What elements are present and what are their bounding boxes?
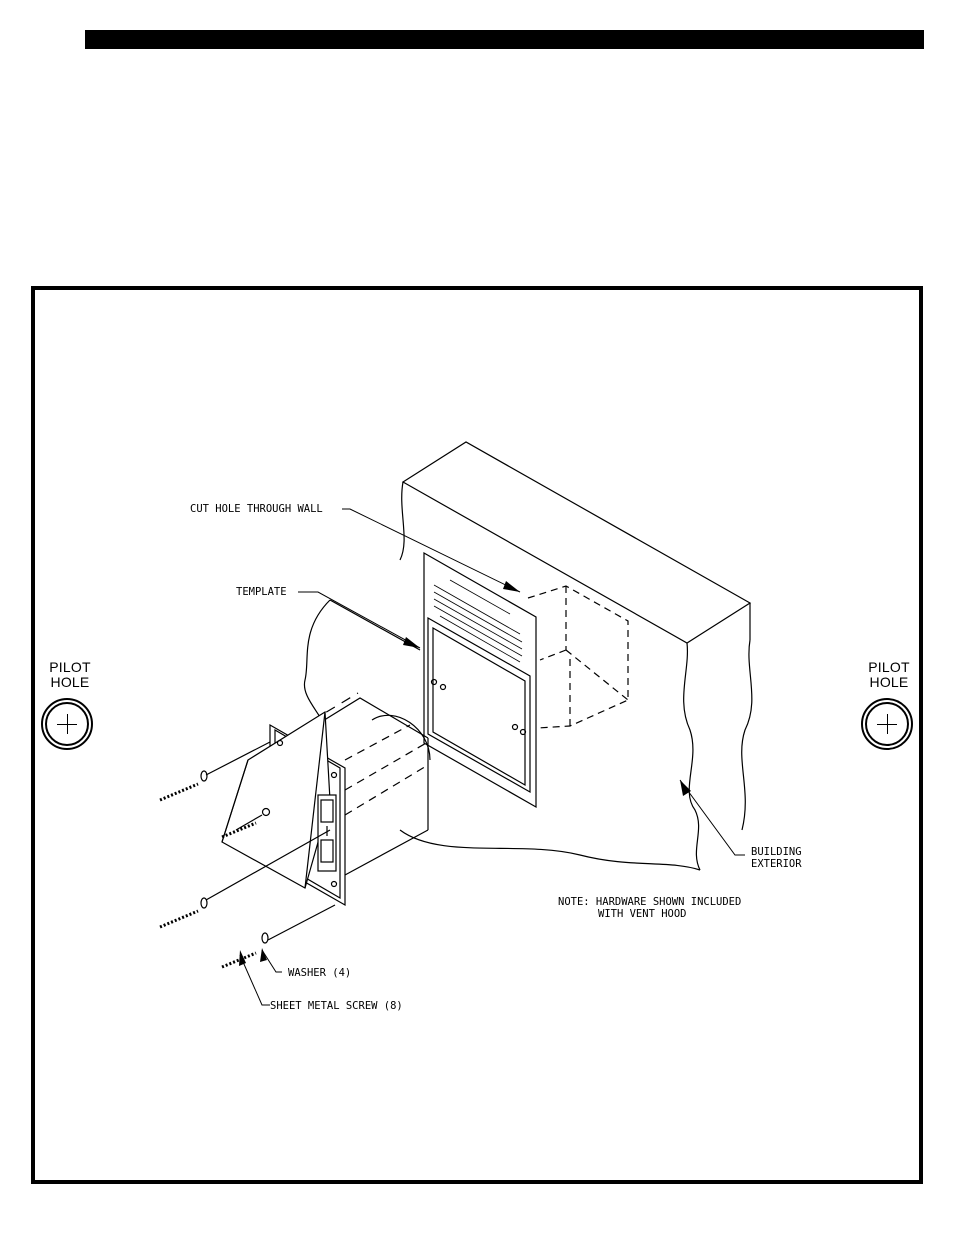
callout-cut-hole: CUT HOLE THROUGH WALL: [190, 503, 323, 515]
callout-template: TEMPLATE: [236, 586, 287, 598]
cut-hole-outline: [528, 586, 628, 728]
callout-screw: SHEET METAL SCREW (8): [270, 1000, 403, 1012]
note-line-1: NOTE: HARDWARE SHOWN INCLUDED: [558, 896, 741, 908]
callout-washer: WASHER (4): [288, 967, 351, 979]
vent-hood: [222, 712, 345, 905]
callout-building-exterior-2: EXTERIOR: [751, 858, 802, 870]
callout-building-exterior-1: BUILDING: [751, 846, 802, 858]
note-line-2: WITH VENT HOOD: [598, 908, 687, 920]
